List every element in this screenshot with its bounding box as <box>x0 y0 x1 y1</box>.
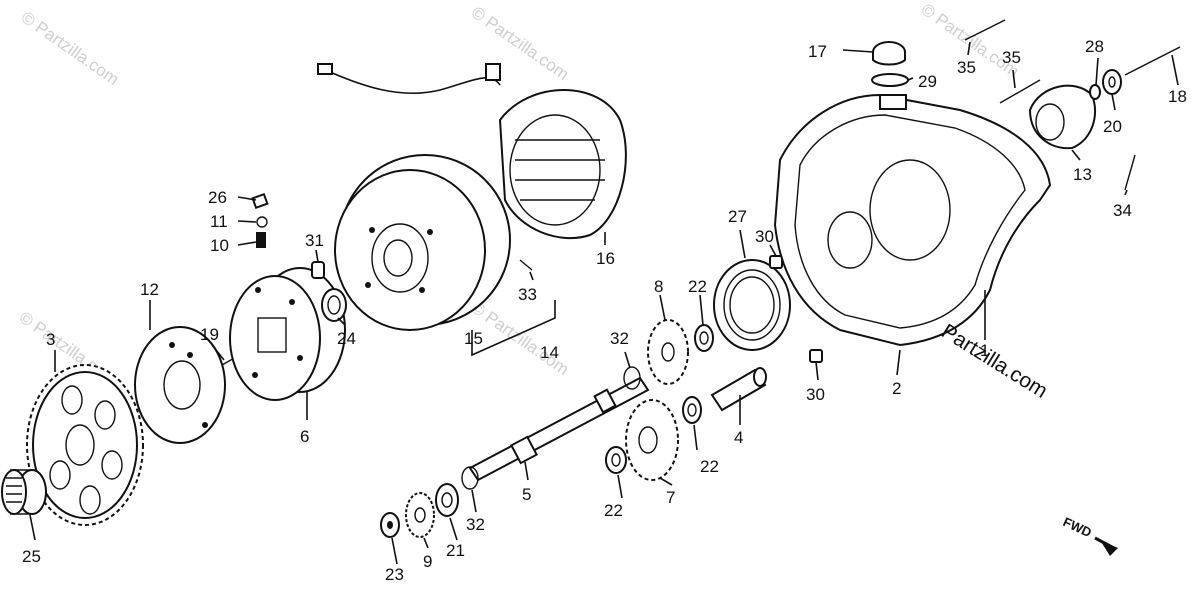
callout-15: 15 <box>464 329 483 348</box>
part-shaft-5 <box>468 376 650 482</box>
callout-5: 5 <box>522 485 531 504</box>
part-bolt-35a <box>964 19 1006 41</box>
callout-35-left: 35 <box>957 58 976 77</box>
callout-6: 6 <box>300 427 309 446</box>
brand-text: Partzilla.com <box>937 320 1051 403</box>
callout-22-mid: 22 <box>700 457 719 476</box>
part-pin-4 <box>710 367 767 412</box>
callout-22-top: 22 <box>688 277 707 296</box>
callout-20: 20 <box>1103 117 1122 136</box>
callout-16: 16 <box>596 249 615 268</box>
callout-2: 2 <box>892 379 901 398</box>
part-bolt-35b <box>999 79 1041 104</box>
callout-10: 10 <box>210 236 229 255</box>
callout-8: 8 <box>654 277 663 296</box>
part-washer-21 <box>435 483 459 517</box>
part-cap-17 <box>872 41 906 66</box>
part-washer-24 <box>321 288 347 322</box>
part-washer-22b <box>682 396 702 424</box>
callout-21: 21 <box>446 541 465 560</box>
fwd-label: FWD <box>1061 514 1094 540</box>
leader-lines <box>29 41 1179 565</box>
part-gear-7 <box>625 399 679 481</box>
watermark: © Partzilla.com <box>468 3 573 84</box>
part-oring-29 <box>871 73 909 87</box>
callout-30-upper: 30 <box>755 227 774 246</box>
callout-35-right: 35 <box>1002 48 1021 67</box>
part-flywheel-15 <box>334 154 511 331</box>
part-stator-16 <box>317 63 627 240</box>
callout-31: 31 <box>305 231 324 250</box>
part-dowel-30a <box>769 255 783 269</box>
part-bolt-34 <box>1124 154 1136 191</box>
part-cap-13 <box>1028 84 1097 150</box>
callout-27: 27 <box>728 207 747 226</box>
part-bolt-18 <box>1124 46 1181 76</box>
callout-14: 14 <box>540 343 559 362</box>
part-plate-12 <box>134 326 226 444</box>
callout-28: 28 <box>1085 37 1104 56</box>
callout-4: 4 <box>734 428 743 447</box>
watermark: © Partzilla.com <box>18 8 123 89</box>
part-bearing-25 <box>1 469 47 515</box>
callout-7: 7 <box>666 488 675 507</box>
callout-34: 34 <box>1113 201 1132 220</box>
part-washer-20 <box>1102 69 1122 95</box>
part-pin-31 <box>311 261 325 279</box>
callout-24: 24 <box>337 329 356 348</box>
part-clip-32a <box>623 366 641 390</box>
part-stack-26-11-10 <box>251 192 269 248</box>
callout-23: 23 <box>385 565 404 584</box>
part-cover-1 <box>773 93 1052 347</box>
callout-33: 33 <box>518 285 537 304</box>
part-gear-3 <box>26 364 144 526</box>
callout-9: 9 <box>423 552 432 571</box>
part-housing-6 <box>229 267 346 401</box>
part-gear-9 <box>405 492 435 538</box>
callout-29: 29 <box>918 72 937 91</box>
part-bolt-33 <box>519 259 533 271</box>
callout-26: 26 <box>208 188 227 207</box>
bracket-14 <box>471 300 556 357</box>
part-clip-32b <box>461 466 479 490</box>
fwd-arrow-icon: FWD <box>1061 514 1118 556</box>
callout-3: 3 <box>46 330 55 349</box>
part-washer-28 <box>1089 84 1101 100</box>
part-washer-22a <box>694 324 714 352</box>
callout-12: 12 <box>140 280 159 299</box>
callout-32-upper: 32 <box>610 329 629 348</box>
callout-13: 13 <box>1073 165 1092 184</box>
callout-25: 25 <box>22 547 41 566</box>
callout-32-lower: 32 <box>466 515 485 534</box>
part-seal-27 <box>713 259 791 351</box>
part-gear-8 <box>647 319 689 385</box>
watermark: © Partzilla.com <box>468 298 573 379</box>
part-washer-22c <box>605 446 627 474</box>
part-washer-23 <box>380 512 400 538</box>
callout-17: 17 <box>808 42 827 61</box>
callout-11: 11 <box>210 212 228 231</box>
callout-30-lower: 30 <box>806 385 825 404</box>
callout-19: 19 <box>200 325 219 344</box>
callout-1: 1 <box>980 341 989 360</box>
part-dowel-30b <box>809 349 823 363</box>
callout-18: 18 <box>1168 87 1187 106</box>
callout-22-low: 22 <box>604 501 623 520</box>
